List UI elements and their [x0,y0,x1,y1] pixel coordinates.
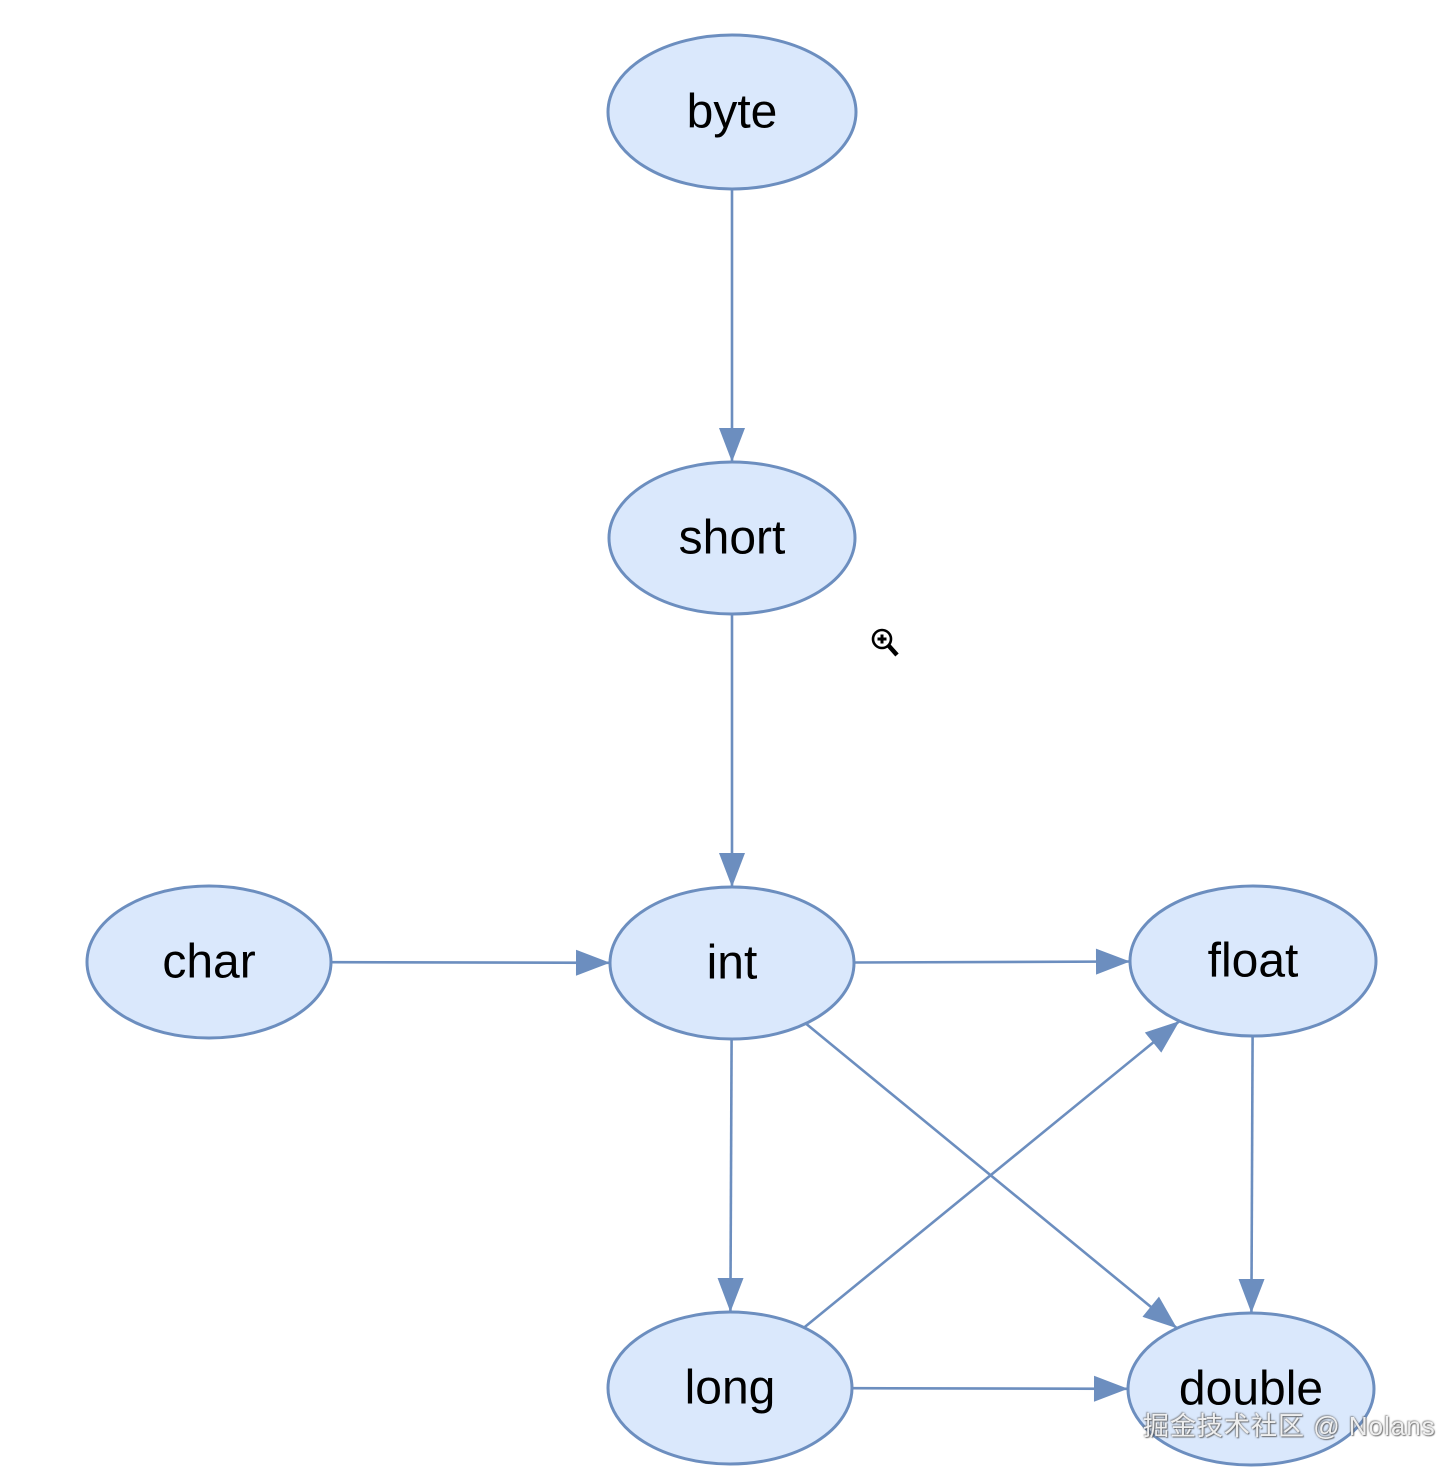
edge-long-to-float [803,1020,1181,1329]
node-char-shape [85,884,333,1040]
node-int-label: int [707,937,758,990]
edge-long-to-double [851,1375,1129,1402]
node-float-shape [1128,884,1378,1038]
node-double-label: double [1179,1363,1323,1416]
node-double-shape [1126,1311,1376,1467]
node-char: char [85,884,333,1040]
node-double: double [1126,1311,1376,1467]
node-long-shape [606,1310,854,1466]
node-float: float [1128,884,1378,1038]
node-long: long [606,1310,854,1466]
edge-int-to-float [853,948,1131,975]
node-long-label: long [685,1362,776,1415]
node-char-label: char [162,936,255,989]
node-int-shape [608,885,856,1041]
edge-float-to-double [1238,1035,1265,1314]
edge-int-to-long [717,1038,744,1313]
node-byte-label: byte [687,86,778,139]
node-int: int [608,885,856,1041]
node-byte-shape [606,33,858,191]
node-short-shape [607,460,857,616]
node-short: short [607,460,857,616]
edge-char-to-int [330,949,611,976]
node-byte: byte [606,33,858,191]
node-float-label: float [1208,935,1299,988]
node-short-label: short [679,512,786,565]
